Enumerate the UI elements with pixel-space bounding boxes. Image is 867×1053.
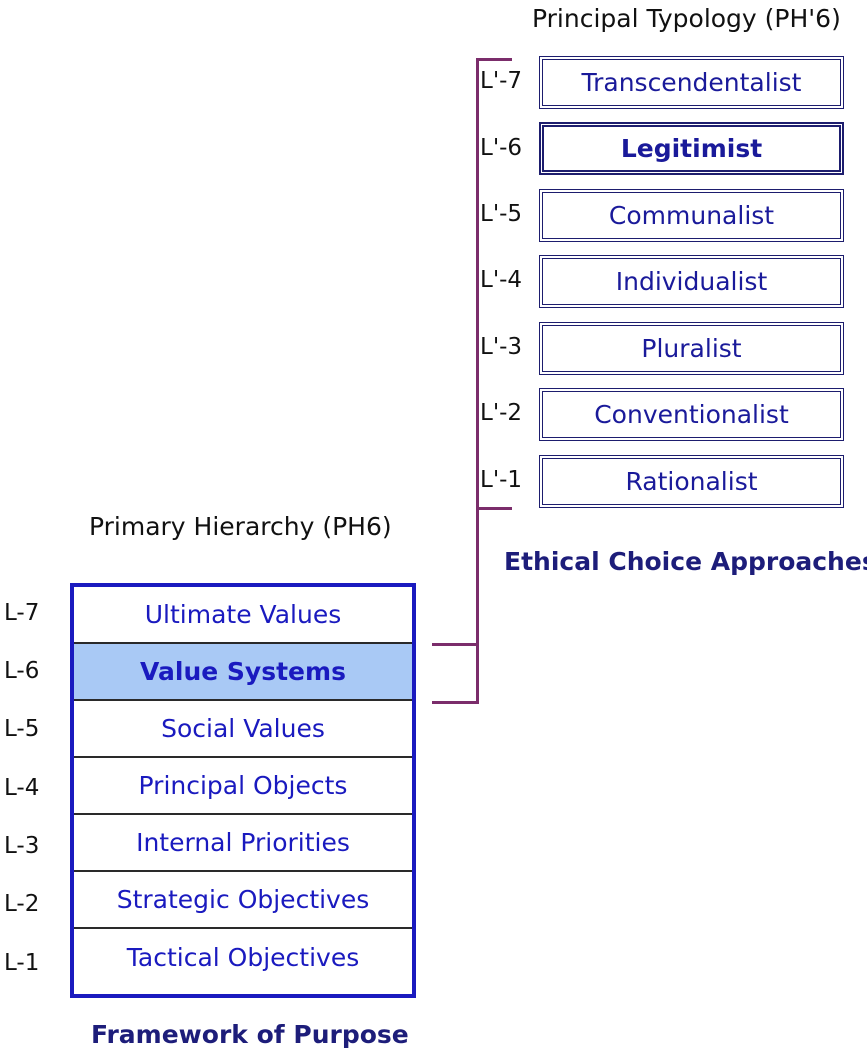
hierarchy-row-social-values: Social Values bbox=[74, 701, 412, 758]
typology-level-1: L'-1 bbox=[480, 467, 523, 493]
typology-box-transcendentalist: Transcendentalist bbox=[539, 56, 844, 109]
bracket-spine bbox=[476, 58, 479, 704]
typology-box-communalist: Communalist bbox=[539, 189, 844, 242]
hierarchy-level-2: L-2 bbox=[4, 891, 40, 917]
hierarchy-level-7: L-7 bbox=[4, 600, 40, 626]
typology-box-legitimist: Legitimist bbox=[539, 122, 844, 175]
hierarchy-level-5: L-5 bbox=[4, 716, 40, 742]
hierarchy-row-principal-objects: Principal Objects bbox=[74, 758, 412, 815]
hierarchy-caption: Framework of Purpose bbox=[91, 1020, 409, 1049]
typology-box-individualist: Individualist bbox=[539, 255, 844, 308]
typology-box-conventionalist: Conventionalist bbox=[539, 388, 844, 441]
typology-level-3: L'-3 bbox=[480, 334, 523, 360]
hierarchy-stack: Ultimate Values Value Systems Social Val… bbox=[70, 583, 416, 998]
bracket-bottom-arm bbox=[476, 507, 512, 510]
bracket-link-upper bbox=[432, 643, 478, 646]
typology-caption: Ethical Choice Approaches bbox=[504, 547, 867, 576]
typology-box-pluralist: Pluralist bbox=[539, 322, 844, 375]
typology-heading: Principal Typology (PH'6) bbox=[532, 4, 841, 33]
typology-level-5: L'-5 bbox=[480, 201, 523, 227]
typology-level-7: L'-7 bbox=[480, 68, 523, 94]
bracket-top-arm bbox=[476, 58, 512, 61]
hierarchy-row-ultimate-values: Ultimate Values bbox=[74, 587, 412, 644]
hierarchy-level-4: L-4 bbox=[4, 775, 40, 801]
hierarchy-row-value-systems: Value Systems bbox=[74, 644, 412, 701]
hierarchy-level-6: L-6 bbox=[4, 658, 40, 684]
typology-box-rationalist: Rationalist bbox=[539, 455, 844, 508]
typology-level-6: L'-6 bbox=[480, 135, 523, 161]
hierarchy-row-strategic-objectives: Strategic Objectives bbox=[74, 872, 412, 929]
hierarchy-heading: Primary Hierarchy (PH6) bbox=[89, 512, 392, 541]
hierarchy-level-3: L-3 bbox=[4, 833, 40, 859]
hierarchy-row-internal-priorities: Internal Priorities bbox=[74, 815, 412, 872]
hierarchy-row-tactical-objectives: Tactical Objectives bbox=[126, 943, 360, 972]
bracket-link-lower bbox=[432, 701, 478, 704]
typology-level-2: L'-2 bbox=[480, 400, 523, 426]
typology-level-4: L'-4 bbox=[480, 267, 523, 293]
hierarchy-level-1: L-1 bbox=[4, 950, 40, 976]
